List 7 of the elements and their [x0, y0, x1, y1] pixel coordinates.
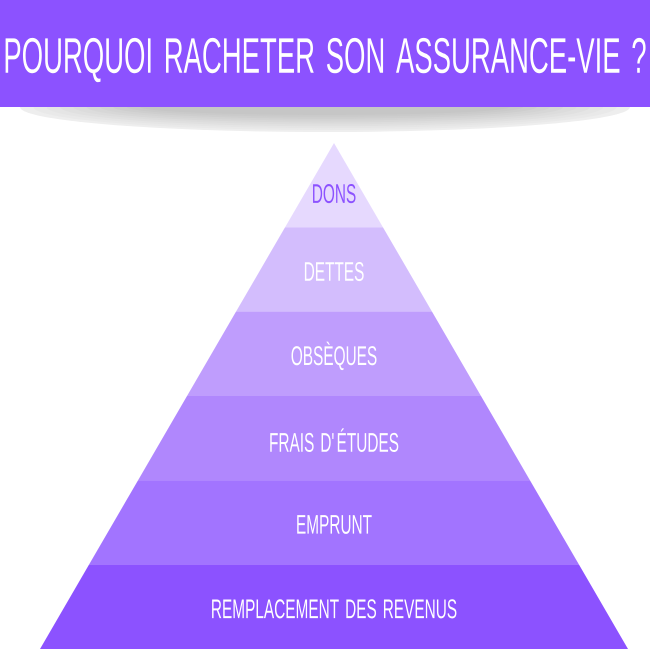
- title-banner: POURQUOI RACHETER SON ASSURANCE-VIE ?: [0, 0, 650, 107]
- pyramid-tier: REMPLACEMENT DES REVENUS: [40, 564, 628, 649]
- pyramid-tier: OBSÈQUES: [187, 312, 481, 396]
- pyramid-tier: DONS: [285, 143, 383, 228]
- pyramid-tier: FRAIS D'ÉTUDES: [138, 396, 530, 480]
- pyramid-tier: DETTES: [236, 227, 432, 312]
- pyramid-tier: EMPRUNT: [89, 480, 579, 565]
